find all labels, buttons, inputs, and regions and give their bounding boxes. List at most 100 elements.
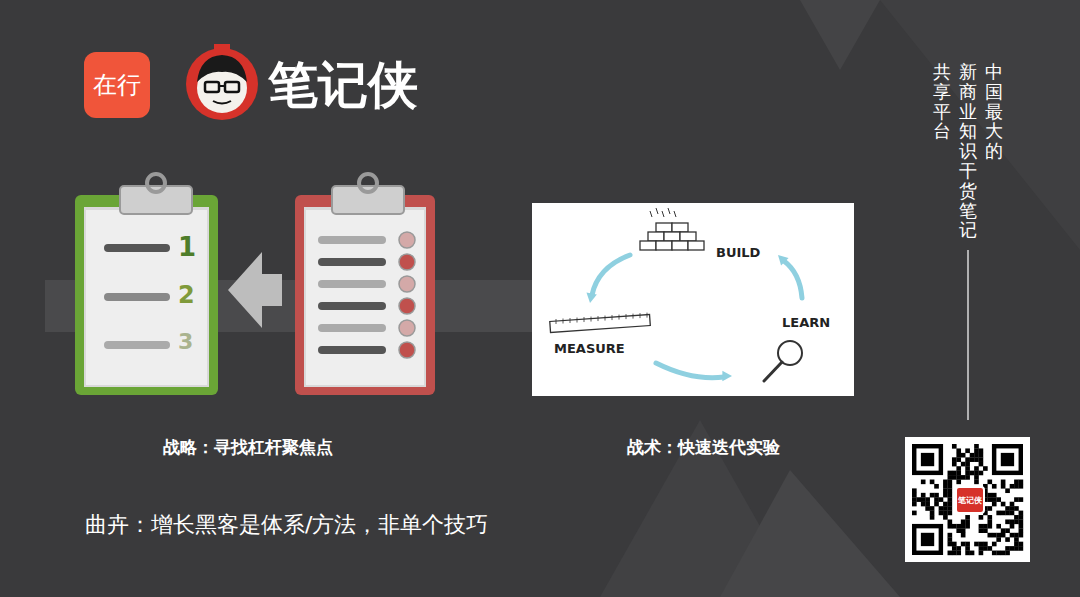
qr-module (1005, 506, 1010, 511)
qr-module (979, 524, 984, 529)
qr-module (925, 497, 930, 502)
qr-module (1019, 533, 1024, 538)
deco-triangle (880, 0, 1080, 250)
qr-finder (992, 444, 1023, 475)
qr-module (956, 524, 961, 529)
qr-module (965, 457, 970, 462)
list-dot (399, 232, 415, 248)
qr-module (987, 493, 992, 498)
qr-module (961, 453, 966, 458)
qr-module (987, 519, 992, 524)
qr-module (930, 511, 935, 516)
qr-module (1005, 528, 1010, 533)
ruler-tick (577, 318, 578, 323)
qr-module (979, 528, 984, 533)
qr-module (948, 542, 953, 547)
qr-module (979, 453, 984, 458)
qr-module (1010, 511, 1015, 516)
qr-module (930, 480, 935, 485)
qr-module (961, 462, 966, 467)
brick (656, 223, 672, 232)
qr-module (956, 471, 961, 476)
qr-module (956, 448, 961, 453)
qr-module (961, 475, 966, 480)
qr-module (1001, 480, 1006, 485)
qr-module (956, 551, 961, 556)
qr-module (943, 515, 948, 520)
quote: 曲卉：增长黑客是体系/方法，非单个技巧 (85, 510, 488, 540)
qr-module (1005, 488, 1010, 493)
list-dot (399, 320, 415, 336)
qr-module (939, 511, 944, 516)
qr-module (1019, 519, 1024, 524)
caption: 战略：寻找杠杆聚焦点 (163, 436, 333, 459)
qr-module (979, 546, 984, 551)
qr-module (1014, 533, 1019, 538)
qr-module (912, 488, 917, 493)
ruler-tick (563, 319, 564, 324)
qr-module (925, 506, 930, 511)
qr-module (948, 506, 953, 511)
qr-module (1010, 506, 1015, 511)
qr-module (921, 493, 926, 498)
brick (680, 232, 696, 241)
qr-module (1005, 537, 1010, 542)
qr-module (965, 448, 970, 453)
qr-module (1019, 515, 1024, 520)
ruler-tick (584, 317, 585, 322)
qr-code (905, 437, 1030, 562)
qr-finder (912, 444, 943, 475)
qr-module (965, 519, 970, 524)
qr-module (983, 524, 988, 529)
qr-module (916, 497, 921, 502)
qr-module (921, 502, 926, 507)
qr-module (1014, 497, 1019, 502)
qr-module (930, 493, 935, 498)
qr-module (974, 542, 979, 547)
qr-module (952, 444, 957, 449)
brick (648, 232, 664, 241)
qr-module (934, 497, 939, 502)
qr-module (956, 453, 961, 458)
list-line (318, 346, 386, 354)
qr-module (965, 475, 970, 480)
qr-module (965, 462, 970, 467)
qr-module (987, 515, 992, 520)
spark (668, 208, 670, 214)
qr-module (992, 493, 997, 498)
qr-module (965, 542, 970, 547)
ruler-tick (605, 316, 606, 321)
qr-module (965, 524, 970, 529)
qr-module (930, 506, 935, 511)
qr-module (979, 542, 984, 547)
qr-module (952, 542, 957, 547)
arrow-head (722, 371, 732, 382)
brick (672, 223, 688, 232)
brick (672, 241, 688, 250)
qr-finder (916, 528, 938, 550)
qr-module (948, 537, 953, 542)
qr-module (921, 497, 926, 502)
list-dot (399, 298, 415, 314)
qr-module (1001, 511, 1006, 516)
qr-module (1014, 546, 1019, 551)
qr-module (921, 480, 926, 485)
ranked-clipboard: 123 (86, 210, 207, 385)
qr-module (983, 466, 988, 471)
qr-module (943, 506, 948, 511)
qr-module (974, 471, 979, 476)
vertical-slogan: 中国最大的 (985, 62, 1003, 161)
qr-module (961, 524, 966, 529)
qr-module (952, 546, 957, 551)
rank-number: 1 (178, 232, 196, 262)
qr-finder (916, 448, 938, 470)
list-dot (399, 342, 415, 358)
cycle-illustration (532, 203, 854, 396)
qr-module (956, 466, 961, 471)
list-line (318, 302, 386, 310)
ruler-tick (556, 319, 557, 324)
spark (656, 208, 658, 214)
qr-module (974, 480, 979, 485)
qr-module (974, 444, 979, 449)
qr-module (1010, 484, 1015, 489)
